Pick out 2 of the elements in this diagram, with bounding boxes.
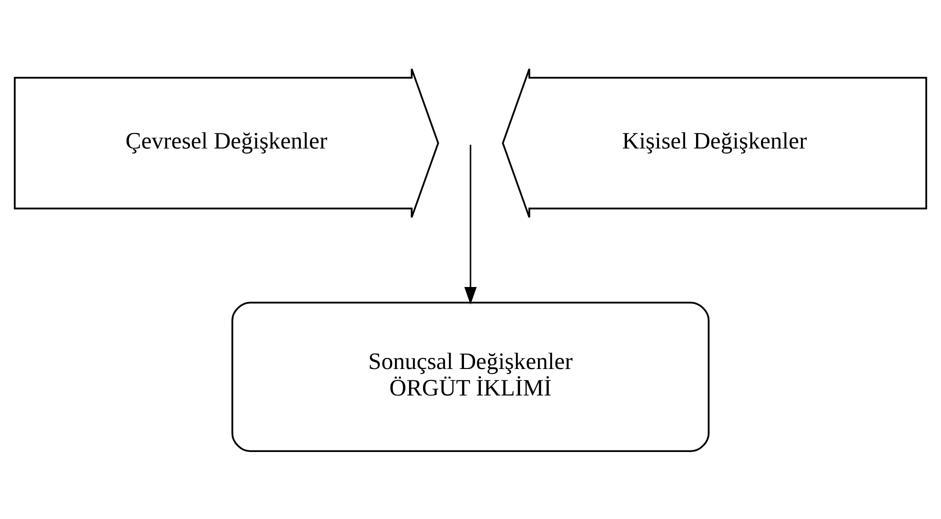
node-box: Sonuçsal Değişkenler ÖRGÜT İKLİMİ (231, 301, 710, 452)
arrow (464, 144, 477, 304)
